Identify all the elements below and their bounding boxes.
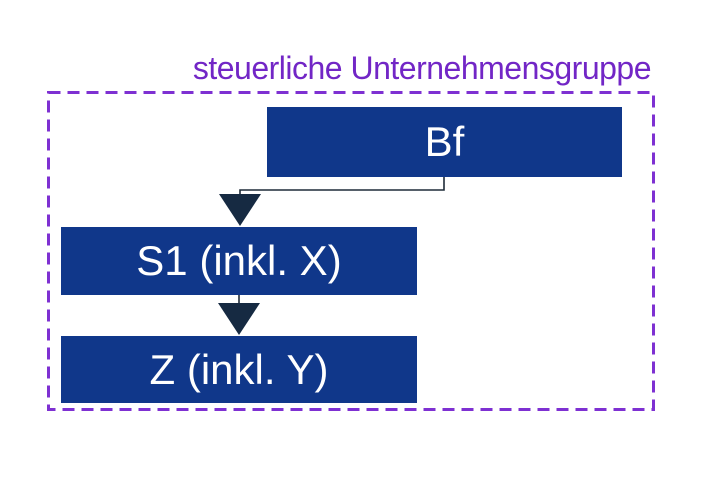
arrowhead-down-icon [219, 194, 261, 226]
node-z: Z (inkl. Y) [61, 336, 417, 403]
node-bf-label: Bf [424, 118, 465, 165]
node-z-label: Z (inkl. Y) [149, 345, 329, 393]
node-s1: S1 (inkl. X) [61, 227, 417, 295]
node-bf: Bf [267, 107, 622, 177]
node-s1-label: S1 (inkl. X) [136, 237, 342, 284]
group-frame-dashed-border [47, 91, 655, 411]
connector-bf-to-s1 [239, 177, 445, 196]
arrowhead-down-icon [218, 303, 260, 335]
group-frame-title: steuerliche Unternehmensgruppe [192, 50, 652, 86]
